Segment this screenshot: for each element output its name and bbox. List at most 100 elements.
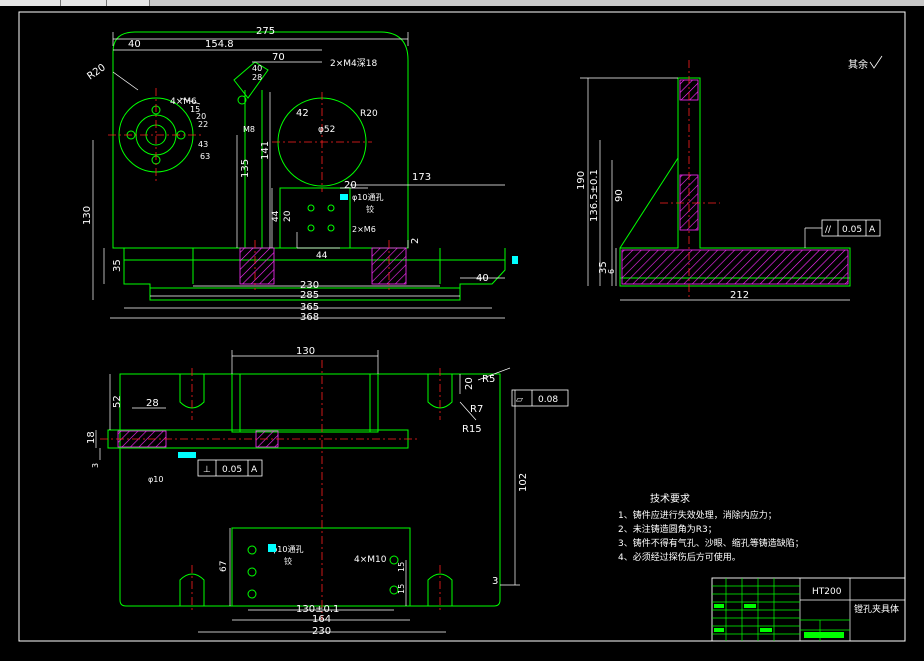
front-base-outline bbox=[123, 248, 506, 301]
dim-label: φ10通孔 bbox=[272, 544, 303, 554]
dim-label: 20 bbox=[344, 180, 357, 191]
dim-label: 67 bbox=[219, 561, 229, 572]
dim-label: 15 bbox=[190, 105, 200, 114]
dim-label: M8 bbox=[243, 125, 255, 134]
dim-label: 135 bbox=[240, 159, 251, 178]
dim-label: 3 bbox=[492, 576, 498, 587]
dim-label: 154.8 bbox=[205, 39, 234, 50]
roughness-note: 其余 bbox=[848, 58, 868, 71]
front-view: 275 40 154.8 70 40 28 2×M4深18 R20 4×M6 1… bbox=[82, 26, 518, 323]
dim-label: 3 bbox=[91, 463, 100, 468]
dim-label: 18 bbox=[86, 431, 97, 444]
roughness-symbol bbox=[869, 55, 883, 69]
tolerance-datum: A bbox=[869, 225, 876, 235]
plan-lower-boss bbox=[231, 527, 411, 607]
side-view: 190 136.5±0.1 90 35 6 212 // 0.05 A bbox=[576, 60, 881, 301]
toolbar-segment[interactable] bbox=[61, 0, 107, 6]
cad-toolbar-strip bbox=[0, 0, 924, 6]
dim-label: 130 bbox=[296, 346, 315, 357]
toolbar-segment[interactable] bbox=[107, 0, 150, 6]
plan-center-block bbox=[231, 373, 379, 433]
technical-requirements: 技术要求 1、铸件应进行失效处理，消除内应力； 2、未注铸造圆角为R3； 3、铸… bbox=[618, 492, 804, 563]
dim-label: 90 bbox=[614, 189, 625, 202]
dim-label: φ10 bbox=[148, 475, 163, 484]
perpendicular-tolerance-frame: ⊥ 0.05 A bbox=[197, 459, 263, 477]
drawing-border bbox=[18, 11, 906, 642]
dim-label: 22 bbox=[198, 120, 208, 129]
dim-label: 230 bbox=[300, 280, 319, 291]
dim-label: R20 bbox=[85, 62, 107, 82]
dim-label: 40 bbox=[128, 39, 141, 50]
dim-label: R15 bbox=[462, 424, 482, 435]
dim-label: 2×M6 bbox=[352, 225, 376, 234]
note-item: 3、铸件不得有气孔、沙眼、缩孔等铸造缺陷； bbox=[618, 537, 804, 549]
dim-label: 4×M10 bbox=[354, 555, 387, 565]
dim-label: 20 bbox=[464, 377, 475, 390]
dim-label: 铰 bbox=[366, 204, 374, 214]
tolerance-value: 0.08 bbox=[538, 395, 558, 405]
dim-label: 铰 bbox=[284, 556, 292, 566]
dim-label: 130 bbox=[82, 206, 93, 225]
flatness-tolerance-frame: ⏥ 0.08 bbox=[511, 389, 569, 407]
tolerance-symbol: ⊥ bbox=[203, 465, 211, 475]
dim-label: 212 bbox=[730, 290, 749, 301]
title-part-name: 镗孔夹具体 bbox=[854, 603, 899, 615]
dim-label: 164 bbox=[312, 614, 331, 625]
front-rib bbox=[244, 90, 263, 248]
note-item: 2、未注铸造圆角为R3； bbox=[618, 523, 717, 535]
note-item: 4、必须经过探伤后方可使用。 bbox=[618, 551, 741, 563]
tolerance-datum: A bbox=[251, 465, 258, 475]
dim-label: 2×M4深18 bbox=[330, 58, 377, 69]
dim-label: 70 bbox=[272, 52, 285, 63]
dim-label: 35 bbox=[112, 259, 123, 272]
dim-label: 130±0.1 bbox=[296, 604, 339, 615]
dim-label: 6 bbox=[607, 269, 616, 274]
hatch-section bbox=[239, 247, 275, 285]
dim-label: 28 bbox=[252, 73, 262, 82]
dim-label: 42 bbox=[296, 108, 309, 119]
surface-mark bbox=[512, 256, 518, 264]
dim-label: φ10通孔 bbox=[352, 192, 383, 202]
dim-label: R5 bbox=[482, 374, 495, 385]
dim-label: R20 bbox=[360, 109, 378, 119]
dim-label: 368 bbox=[300, 312, 319, 323]
dim-label: 20 bbox=[196, 112, 206, 121]
dim-label: 102 bbox=[518, 473, 529, 492]
dim-label: 43 bbox=[198, 140, 208, 149]
tolerance-symbol: ⏥ bbox=[516, 395, 523, 405]
dim-label: 35 bbox=[598, 261, 609, 274]
dim-label: 28 bbox=[146, 398, 159, 409]
dim-label: 15 bbox=[397, 584, 406, 594]
tolerance-value: 0.05 bbox=[222, 465, 242, 475]
dim-label: 63 bbox=[200, 152, 210, 161]
dim-label: 173 bbox=[412, 172, 431, 183]
dim-label: 20 bbox=[283, 210, 293, 222]
surface-mark bbox=[178, 452, 196, 458]
front-body-outline bbox=[112, 31, 409, 249]
dim-label: 52 bbox=[112, 395, 123, 408]
toolbar-segment[interactable] bbox=[0, 0, 61, 6]
hatch-section bbox=[117, 430, 167, 448]
title-block: HT200 镗孔夹具体 bbox=[711, 577, 906, 642]
dim-label: 40 bbox=[476, 273, 489, 284]
dim-label: φ52 bbox=[318, 125, 335, 135]
dim-label: 2 bbox=[410, 238, 421, 244]
dim-label: 230 bbox=[312, 626, 331, 637]
dim-label: R7 bbox=[470, 404, 483, 415]
parallelism-tolerance-frame: // 0.05 A bbox=[804, 219, 881, 248]
surface-mark bbox=[268, 544, 276, 552]
dim-label: 141 bbox=[260, 141, 271, 160]
plan-view: 130 52 28 18 3 20 R5 R7 R15 102 3 67 4×M… bbox=[86, 346, 569, 637]
tolerance-symbol: // bbox=[825, 225, 832, 235]
dim-label: 15 bbox=[397, 562, 406, 572]
cad-drawing-canvas[interactable]: 275 40 154.8 70 40 28 2×M4深18 R20 4×M6 1… bbox=[0, 6, 924, 661]
side-outline bbox=[619, 77, 851, 287]
title-material: HT200 bbox=[812, 587, 842, 597]
tolerance-value: 0.05 bbox=[842, 225, 862, 235]
notes-title: 技术要求 bbox=[650, 492, 690, 505]
dim-label: 136.5±0.1 bbox=[589, 169, 600, 222]
dim-label: 4×M6 bbox=[170, 97, 197, 107]
dim-label: 44 bbox=[316, 251, 328, 261]
dim-label: 44 bbox=[271, 210, 281, 222]
plan-outline bbox=[119, 373, 501, 607]
